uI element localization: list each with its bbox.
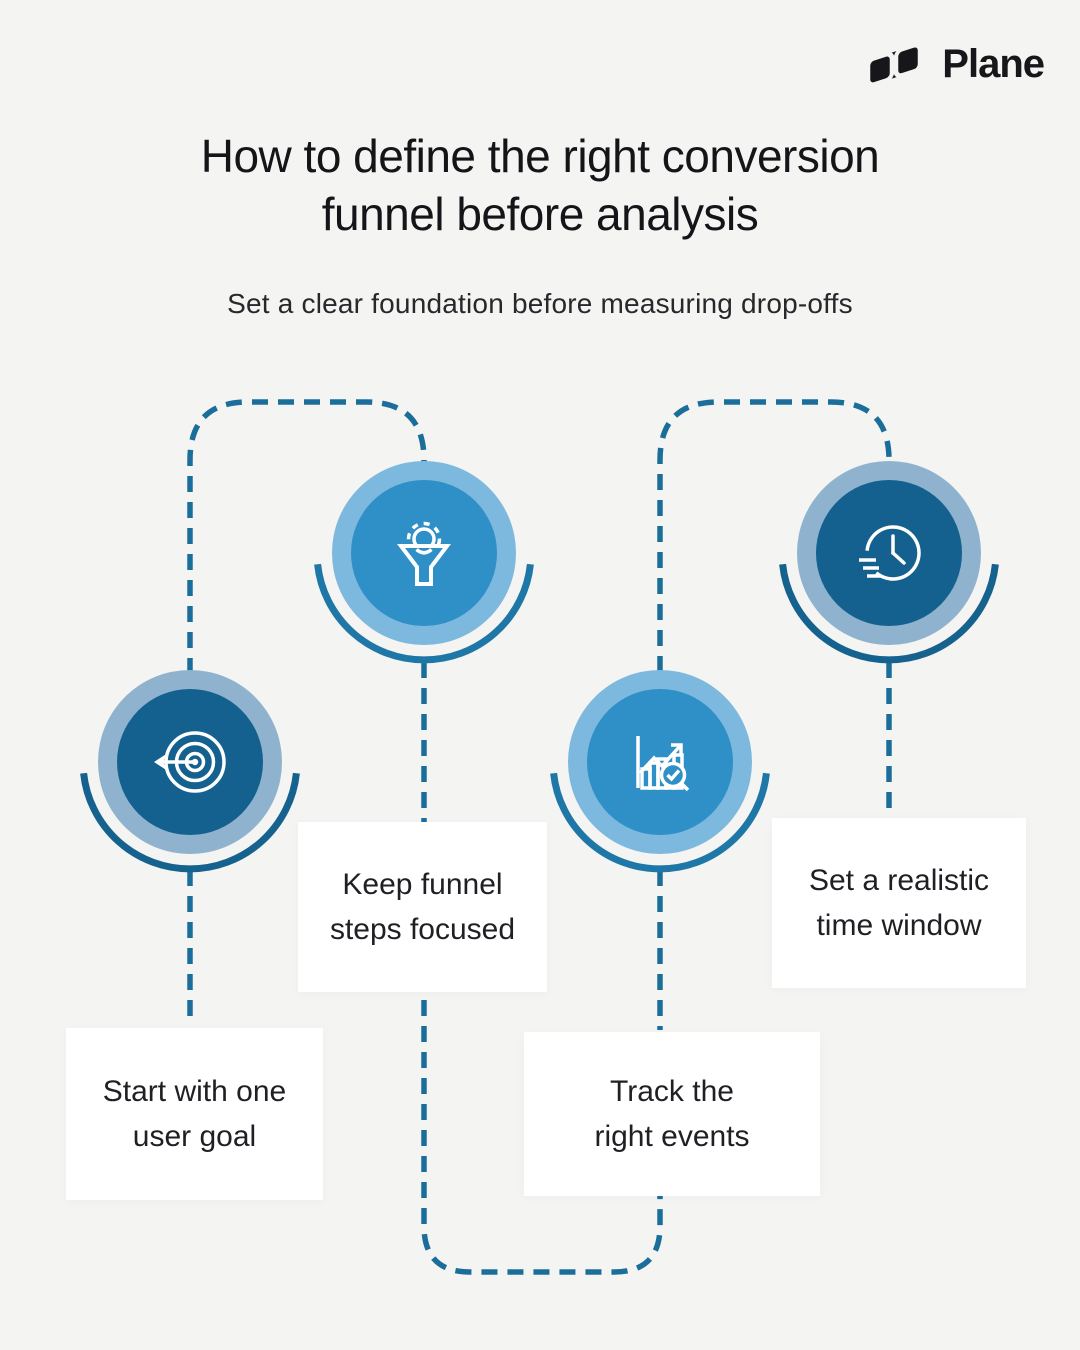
step1-label-card: Start with one user goal [66, 1028, 323, 1200]
step4-arc [779, 563, 999, 664]
step3-label-line-2: right events [594, 1120, 750, 1153]
funnel-gear-icon [396, 521, 452, 586]
step1-label-line-1: Start with one [102, 1075, 287, 1108]
brand-name: Plane [942, 42, 1045, 86]
page-title-line-1: How to define the right conversion [200, 130, 880, 182]
step3-arc [550, 772, 770, 873]
step3-node [550, 670, 770, 873]
page-subtitle: Set a clear foundation before measuring … [227, 288, 853, 319]
page-title: How to define the right conversion funne… [0, 128, 1080, 244]
connector-step2-step3 [421, 662, 663, 1275]
clock-speed-icon [859, 525, 921, 581]
page-title-line-2: funnel before analysis [321, 187, 759, 240]
step2-label-line-2: steps focused [329, 913, 516, 946]
target-arrow-icon [154, 731, 226, 793]
step3-label-line-1: Track the [610, 1075, 734, 1108]
step1-node [80, 670, 300, 873]
step2-label-card: Keep funnel steps focused [298, 822, 547, 992]
step1-label-line-2: user goal [132, 1120, 257, 1153]
plane-logo-icon [866, 42, 923, 86]
step4-label-line-1: Set a realistic [808, 864, 990, 897]
step1-arc [80, 772, 300, 873]
connector-step3-step4 [657, 399, 892, 672]
step4-label-line-2: time window [816, 909, 982, 942]
step4-circle [816, 480, 962, 626]
step2-arc [314, 563, 534, 664]
connector-step1-step2 [187, 399, 427, 674]
step2-label-line-1: Keep funnel [342, 868, 503, 901]
step3-label-card: Track the right events [524, 1032, 820, 1196]
step4-node [779, 461, 999, 664]
chart-magnifier-icon [636, 736, 690, 792]
step4-label-card: Set a realistic time window [772, 818, 1026, 988]
step2-node [314, 461, 534, 664]
brand-logo: Plane [866, 42, 1045, 86]
